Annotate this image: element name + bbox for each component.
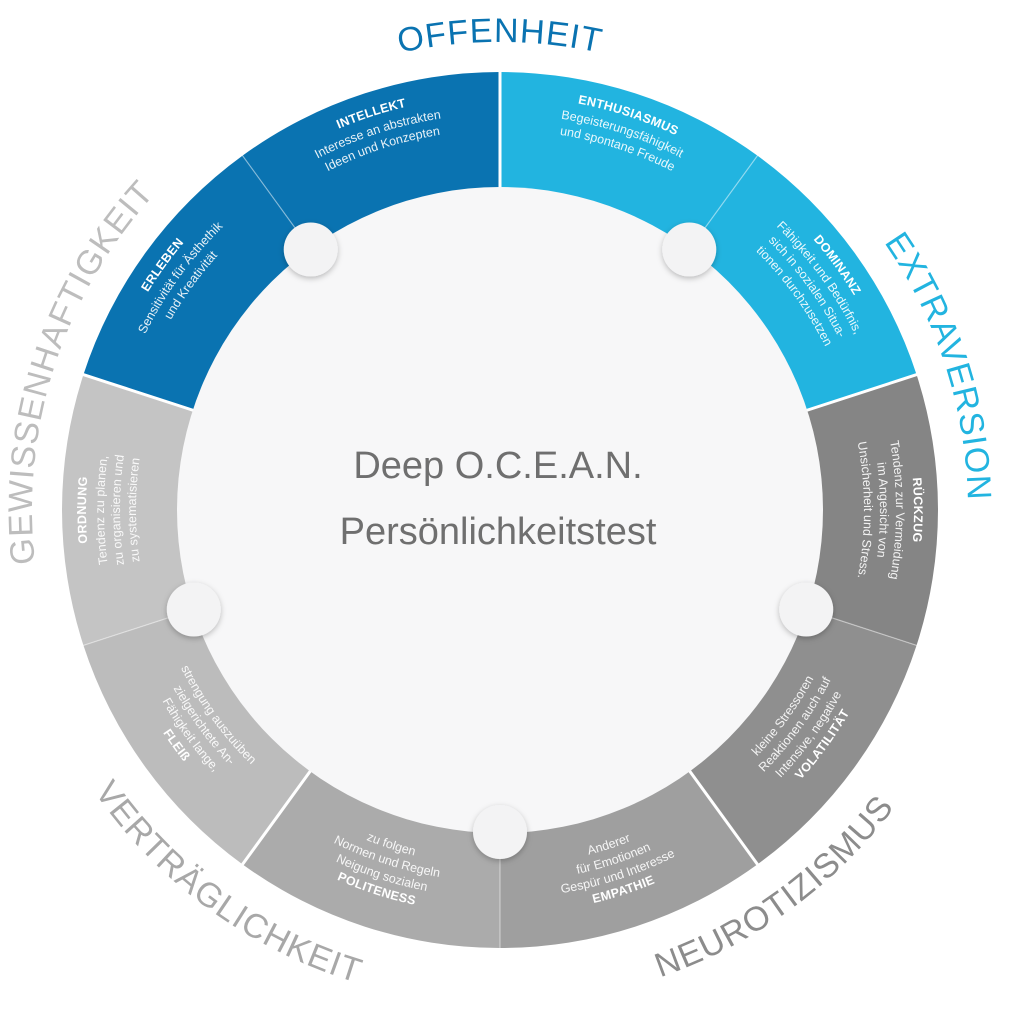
facet-desc-ordnung: zu systematisieren	[125, 457, 143, 563]
center-title-line-2: Persönlichkeitstest	[340, 511, 657, 553]
segment-intellekt	[242, 72, 501, 253]
facet-desc-rueckzug: Tendenz zur Vermeidung	[887, 439, 907, 580]
segment-dominanz	[686, 155, 917, 412]
segment-divider	[805, 372, 918, 412]
segment-volatilitaet	[686, 608, 917, 865]
knob-neurotizismus	[779, 582, 834, 637]
facet-title-rueckzug: RÜCKZUG	[910, 477, 926, 543]
facet-desc-ordnung: zu organisieren und	[109, 454, 127, 567]
knob-offenheit	[283, 222, 338, 277]
facet-desc-ordnung: Tendenz zu planen,	[93, 454, 111, 565]
segment-rueckzug	[802, 374, 938, 646]
segment-fleiss	[83, 608, 314, 865]
segment-divider	[82, 372, 195, 412]
knob-extraversion	[662, 222, 717, 277]
facet-segments	[61, 72, 938, 948]
segment-erleben	[83, 155, 314, 412]
segment-enthusiasmus	[500, 72, 758, 253]
facet-desc-rueckzug: Unsicherheit und Stress.	[855, 440, 875, 579]
dimension-label-offenheit: OFFENHEIT	[394, 12, 606, 61]
facet-desc-rueckzug: im Angesicht von	[874, 461, 891, 558]
facet-title-ordnung: ORDNUNG	[75, 476, 90, 544]
segment-ordnung	[61, 374, 198, 646]
knob-gewissenhaftigkeit	[166, 582, 221, 637]
segment-empathie	[500, 767, 758, 948]
dimension-knobs	[166, 222, 834, 859]
knob-vertraeglichkeit	[473, 805, 527, 859]
segment-politeness	[242, 767, 501, 948]
segment-divider	[240, 769, 312, 867]
center-title-line-1: Deep O.C.E.A.N.	[353, 445, 642, 487]
segment-divider	[688, 769, 760, 867]
center-disc	[177, 187, 823, 833]
